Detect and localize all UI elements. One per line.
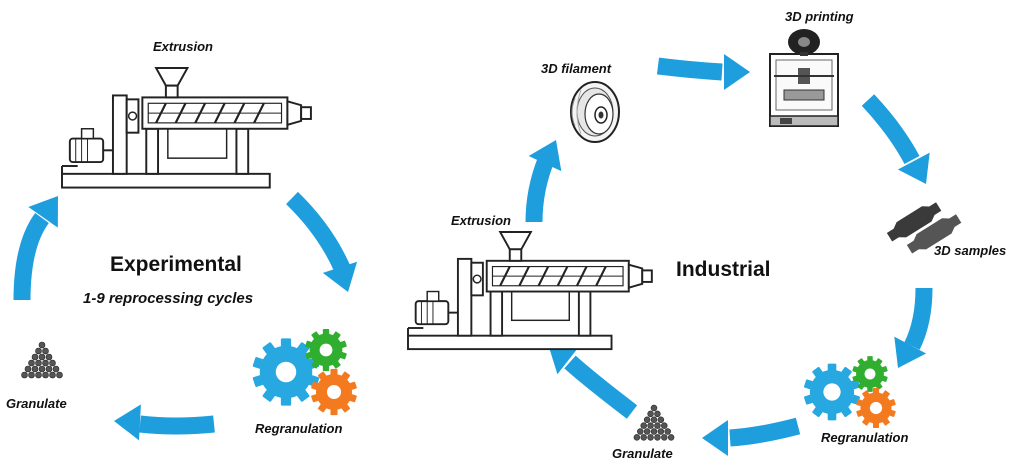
industrial-gears-icon [803,356,896,428]
industrial-granulate-label: Granulate [612,446,673,461]
printing-label: 3D printing [785,9,854,24]
industrial-extruder-icon [406,230,653,351]
experimental-extruder-icon [60,66,312,189]
arrow-printing-to-samples [861,94,930,184]
arrow-filament-to-printing [656,54,750,90]
experimental-regranulation-label: Regranulation [255,421,343,436]
experimental-granulate-label: Granulate [6,396,67,411]
filament-label: 3D filament [541,61,612,76]
arrow-samples-to-regranulation [894,287,933,368]
samples-label: 3D samples [934,243,1007,258]
filament-spool-icon [570,81,620,143]
3d-printer-icon [769,29,839,127]
arrow-regranulation-to-granulate [114,404,215,441]
industrial-extrusion-label: Extrusion [451,213,511,228]
arrow-granulate-to-extrusion-ind [548,344,638,419]
industrial-title: Industrial [676,258,771,281]
industrial-regranulation-label: Regranulation [821,430,909,445]
arrow-extrusion-to-regranulation [286,191,358,292]
experimental-gears-icon [252,329,358,416]
experimental-subtitle: 1-9 reprocessing cycles [83,290,254,307]
experimental-granulate-pile-icon [21,341,63,379]
experimental-title: Experimental [110,253,242,276]
arrow-granulate-to-extrusion [13,196,58,301]
experimental-extrusion-label: Extrusion [153,39,213,54]
arrow-extrusion-to-filament [525,140,562,223]
dogbone-sample-icon [886,202,962,254]
arrow-regranulation-to-granulate-ind [702,417,801,456]
industrial-granulate-pile-icon [633,404,675,441]
